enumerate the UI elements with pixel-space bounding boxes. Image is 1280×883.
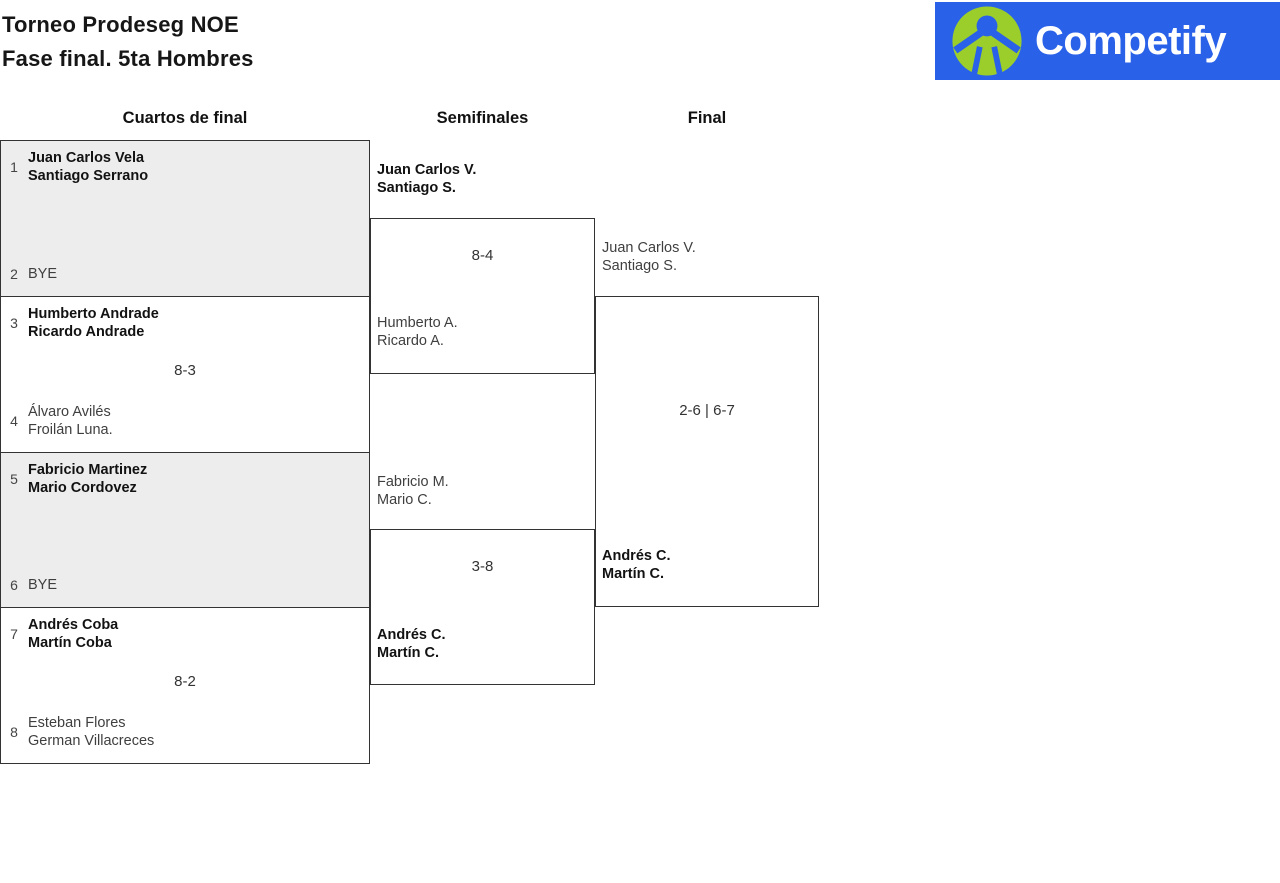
team-names: BYE <box>28 265 58 282</box>
logo-wordmark: Competify <box>1035 18 1227 63</box>
team-names: Humberto Andrade Ricardo Andrade <box>28 305 159 340</box>
page-title: Torneo Prodeseg NOE Fase final. 5ta Homb… <box>2 8 254 75</box>
entrant-seed-5: 5 Fabricio Martinez Mario Cordovez <box>7 461 147 497</box>
tournament-name: Torneo Prodeseg NOE <box>2 12 239 37</box>
entrant-seed-3: 3 Humberto Andrade Ricardo Andrade <box>7 305 159 341</box>
team-names: Juan Carlos Vela Santiago Serrano <box>28 150 149 184</box>
final-match <box>595 295 819 608</box>
entrant-seed-6: 6 BYE <box>7 576 57 594</box>
qf-match-3: 5 Fabricio Martinez Mario Cordovez 6 BYE <box>0 451 370 609</box>
sf2-bottom-team: Andrés C. Martín C. <box>377 627 446 661</box>
seed-number: 3 <box>10 314 18 331</box>
match-score: 8-3 <box>174 361 196 379</box>
competify-logo[interactable]: Competify <box>935 2 1280 80</box>
phase-category: Fase final. 5ta Hombres <box>2 45 254 71</box>
seed-number: 7 <box>10 626 18 643</box>
sf2-score: 3-8 <box>471 558 494 575</box>
qf-match-1: 1 Juan Carlos Vela Santiago Serrano 2 BY… <box>0 140 370 297</box>
team-names: Fabricio Martinez Mario Cordovez <box>28 461 148 496</box>
header-quarterfinals: Cuartos de final <box>122 109 248 127</box>
sf1-bottom-team: Humberto A. Ricardo A. <box>377 315 458 349</box>
qf-match-4: 7 Andrés Coba Martín Coba 8-2 8 Esteban … <box>0 607 370 764</box>
entrant-seed-2: 2 BYE <box>7 265 57 283</box>
seed-number: 6 <box>10 577 18 594</box>
qf-match-2: 3 Humberto Andrade Ricardo Andrade 8-3 4… <box>0 295 370 453</box>
seed-number: 2 <box>10 265 18 282</box>
final-top-team: Juan Carlos V. Santiago S. <box>602 240 696 274</box>
seed-number: 4 <box>10 412 18 429</box>
team-names: BYE <box>28 577 58 594</box>
entrant-seed-8: 8 Esteban Flores German Villacreces <box>7 714 154 750</box>
final-score: 2-6 | 6-7 <box>679 402 735 419</box>
sf-match-1 <box>370 217 595 374</box>
sf1-score: 8-4 <box>471 247 494 264</box>
entrant-seed-4: 4 Álvaro Avilés Froilán Luna. <box>7 403 113 439</box>
seed-number: 5 <box>10 470 18 487</box>
sf2-top-team: Fabricio M. Mario C. <box>377 474 449 508</box>
header-semifinals: Semifinales <box>436 109 529 127</box>
sf1-top-team: Juan Carlos V. Santiago S. <box>377 162 477 196</box>
seed-number: 8 <box>10 724 18 740</box>
entrant-seed-1: 1 Juan Carlos Vela Santiago Serrano <box>7 149 148 185</box>
entrant-seed-7: 7 Andrés Coba Martín Coba <box>7 616 118 652</box>
sf-match-2 <box>370 529 595 686</box>
competify-person-circle-icon <box>952 6 1022 77</box>
header-final: Final <box>687 109 727 127</box>
team-names: Álvaro Avilés Froilán Luna. <box>28 403 113 438</box>
match-score: 8-2 <box>174 673 196 691</box>
final-bottom-team: Andrés C. Martín C. <box>602 548 671 582</box>
team-names: Andrés Coba Martín Coba <box>28 617 119 652</box>
seed-number: 1 <box>10 159 18 175</box>
team-names: Esteban Flores German Villacreces <box>28 715 155 749</box>
